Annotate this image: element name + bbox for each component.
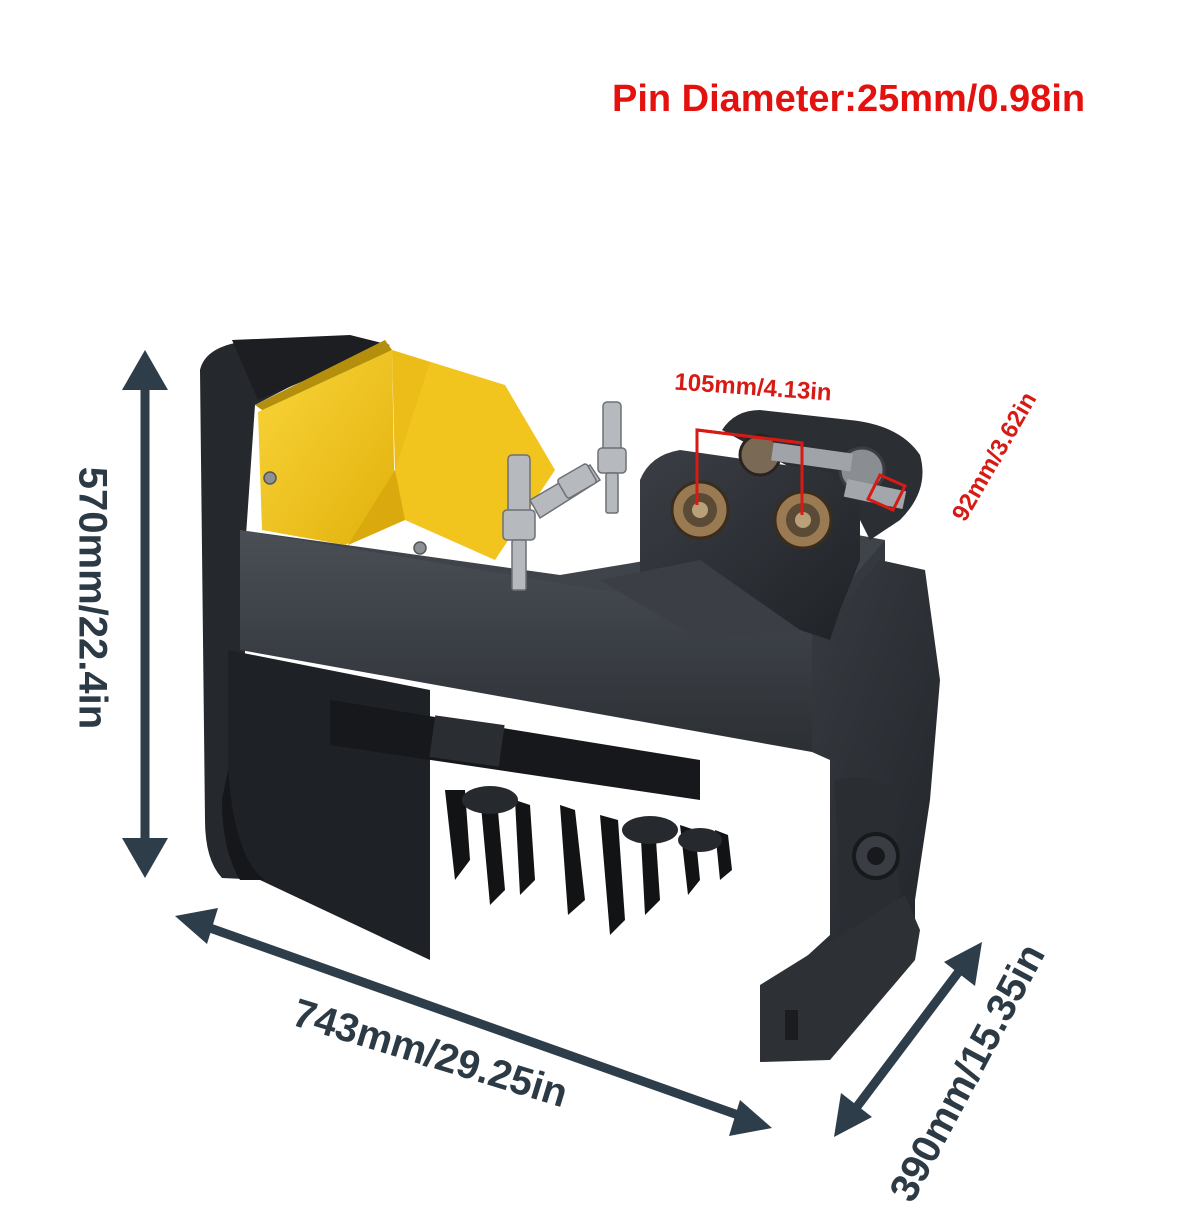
height-dimension-label: 570mm/22.4in	[70, 466, 115, 730]
hydraulic-fittings	[502, 401, 627, 591]
mulcher-housing	[200, 335, 940, 1062]
height-arrow	[122, 350, 168, 878]
length-arrow	[175, 908, 772, 1136]
pin-spacing-callout	[695, 428, 804, 515]
pin-right	[773, 490, 833, 550]
yellow-cover	[255, 340, 555, 560]
pin-left	[670, 480, 730, 540]
depth-arrow	[834, 942, 982, 1137]
ear-width-callout	[865, 473, 908, 512]
pin-diameter-title: Pin Diameter:25mm/0.98in	[612, 78, 1086, 120]
mounting-bracket	[600, 410, 923, 640]
